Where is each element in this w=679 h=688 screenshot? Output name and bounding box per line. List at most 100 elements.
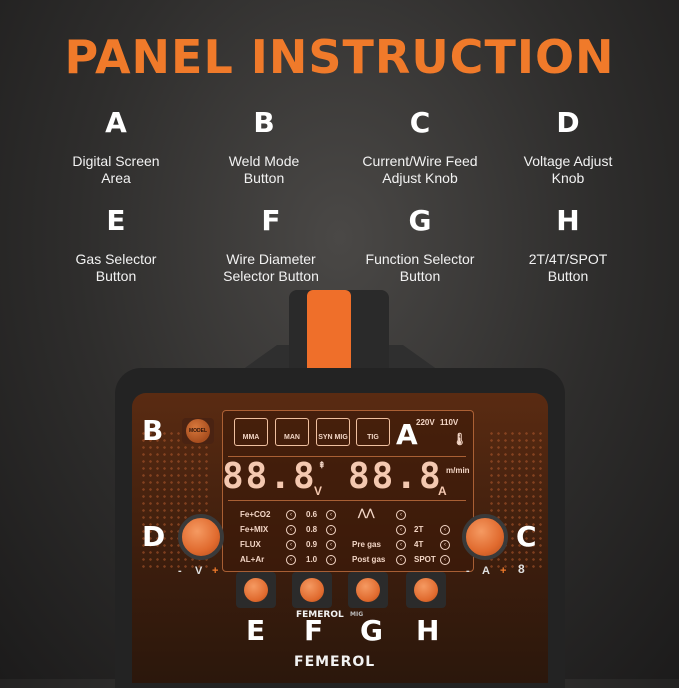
callout-g: G: [360, 614, 383, 647]
legend-letter: F: [261, 204, 281, 237]
wire-speed-unit: m/min: [446, 466, 470, 475]
callout-a: A: [396, 418, 418, 451]
indicator-icon: ‹: [286, 540, 296, 550]
spot-weld-icon: ⋀⋀: [358, 508, 375, 519]
display-right: 88.8: [348, 456, 443, 497]
trigger-option: 2T: [414, 525, 424, 534]
legend-item-f: F Wire Diameter Selector Button: [191, 204, 351, 285]
unit-right: A: [438, 484, 447, 498]
legend-letter: E: [106, 204, 126, 237]
voltage-220v: 220V: [416, 418, 435, 427]
gas-option: Fe+CO2: [240, 510, 271, 519]
indicator-icon: ‹: [326, 555, 336, 565]
handle-stripe: [307, 290, 351, 372]
wire-spool-icon: 8: [518, 562, 525, 576]
model-label: MODEL: [186, 419, 210, 443]
legend-letter: D: [556, 106, 580, 139]
legend-desc: Voltage Adjust Knob: [523, 153, 613, 186]
gas-selector-button[interactable]: [236, 572, 276, 608]
voltage-adjust-knob[interactable]: [178, 514, 224, 560]
weld-mode-button[interactable]: MODEL: [182, 418, 214, 444]
indicator-icon: ‹: [440, 525, 450, 535]
legend-desc: Wire Diameter Selector Button: [223, 251, 319, 284]
legend-desc: Gas Selector Button: [75, 251, 157, 284]
legend-item-g: G Function Selector Button: [340, 204, 500, 285]
brand-sub: MIG: [350, 611, 364, 618]
legend-letter: B: [253, 106, 275, 139]
mode-tig: TIG: [356, 418, 390, 446]
indicator-icon: ‹: [396, 510, 406, 520]
trigger-option: SPOT: [414, 555, 436, 564]
brand-logo-small: FEMEROL: [296, 610, 344, 620]
legend-item-a: A Digital Screen Area: [36, 106, 196, 187]
callout-h: H: [416, 614, 440, 647]
knob-right-label: A: [482, 565, 490, 577]
display-left: 88.8: [222, 456, 317, 497]
button-cap: [356, 578, 380, 602]
indicator-icon: ‹: [440, 540, 450, 550]
indicator-icon: ‹: [286, 510, 296, 520]
mode-syn-mig: SYN MIG: [316, 418, 350, 446]
legend-item-h: H 2T/4T/SPOT Button: [488, 204, 648, 285]
legend-letter: C: [409, 106, 431, 139]
knob-left-minus: -: [178, 565, 182, 577]
indicator-icon: ‹: [326, 510, 336, 520]
wire-diameter-option: 1.0: [306, 555, 318, 564]
legend-item-e: E Gas Selector Button: [36, 204, 196, 285]
lcd-separator-top: [228, 456, 466, 457]
lcd-separator: [228, 500, 466, 501]
legend-item-d: D Voltage Adjust Knob: [488, 106, 648, 187]
button-cap: [300, 578, 324, 602]
thermometer-icon: 🌡: [452, 432, 468, 446]
voltage-110v: 110V: [440, 418, 459, 427]
gas-option: AL+Ar: [240, 555, 265, 564]
legend-letter: G: [408, 204, 432, 237]
callout-c: C: [516, 520, 537, 553]
indicator-icon: ‹: [396, 555, 406, 565]
wire-diameter-selector-button[interactable]: [292, 572, 332, 608]
legend-letter: A: [105, 106, 127, 139]
trigger-mode-button[interactable]: [406, 572, 446, 608]
legend-desc: Digital Screen Area: [72, 153, 160, 186]
indicator-icon: ‹: [326, 525, 336, 535]
mode-man: MAN: [275, 418, 309, 446]
wire-diameter-option: 0.6: [306, 510, 318, 519]
trigger-option: 4T: [414, 540, 424, 549]
legend-desc: Weld Mode Button: [228, 153, 300, 186]
knob-left-plus: +: [212, 565, 219, 577]
function-selector-button[interactable]: [348, 572, 388, 608]
function-option: Pre gas: [352, 540, 381, 549]
knob-left-label: V: [195, 565, 203, 577]
legend-desc: Current/Wire Feed Adjust Knob: [362, 153, 478, 186]
indicator-icon: ‹: [440, 555, 450, 565]
wire-diameter-option: 0.9: [306, 540, 318, 549]
wire-diameter-option: 0.8: [306, 525, 318, 534]
callout-f: F: [304, 614, 324, 647]
gas-option: Fe+MIX: [240, 525, 269, 534]
legend-item-b: B Weld Mode Button: [184, 106, 344, 187]
page-title: PANEL INSTRUCTION: [64, 30, 615, 84]
digital-screen: [222, 410, 474, 572]
button-cap: [244, 578, 268, 602]
knob-right-minus: -: [466, 565, 470, 577]
indicator-icon: ‹: [286, 525, 296, 535]
wire-feed-icon: ⇞: [318, 460, 326, 470]
indicator-icon: ‹: [396, 540, 406, 550]
legend-item-c: C Current/Wire Feed Adjust Knob: [340, 106, 500, 187]
mode-mma: MMA: [234, 418, 268, 446]
callout-e: E: [246, 614, 266, 647]
brand-logo: FEMEROL: [294, 654, 376, 670]
unit-left: V: [314, 484, 323, 498]
callout-b: B: [142, 414, 164, 447]
legend-letter: H: [556, 204, 580, 237]
gas-option: FLUX: [240, 540, 261, 549]
callout-d: D: [142, 520, 166, 553]
legend-desc: Function Selector Button: [365, 251, 475, 284]
button-cap: [414, 578, 438, 602]
current-wire-feed-knob[interactable]: [462, 514, 508, 560]
knob-right-plus: +: [500, 565, 507, 577]
indicator-icon: ‹: [326, 540, 336, 550]
legend-desc: 2T/4T/SPOT Button: [528, 251, 608, 284]
function-option: Post gas: [352, 555, 386, 564]
indicator-icon: ‹: [396, 525, 406, 535]
